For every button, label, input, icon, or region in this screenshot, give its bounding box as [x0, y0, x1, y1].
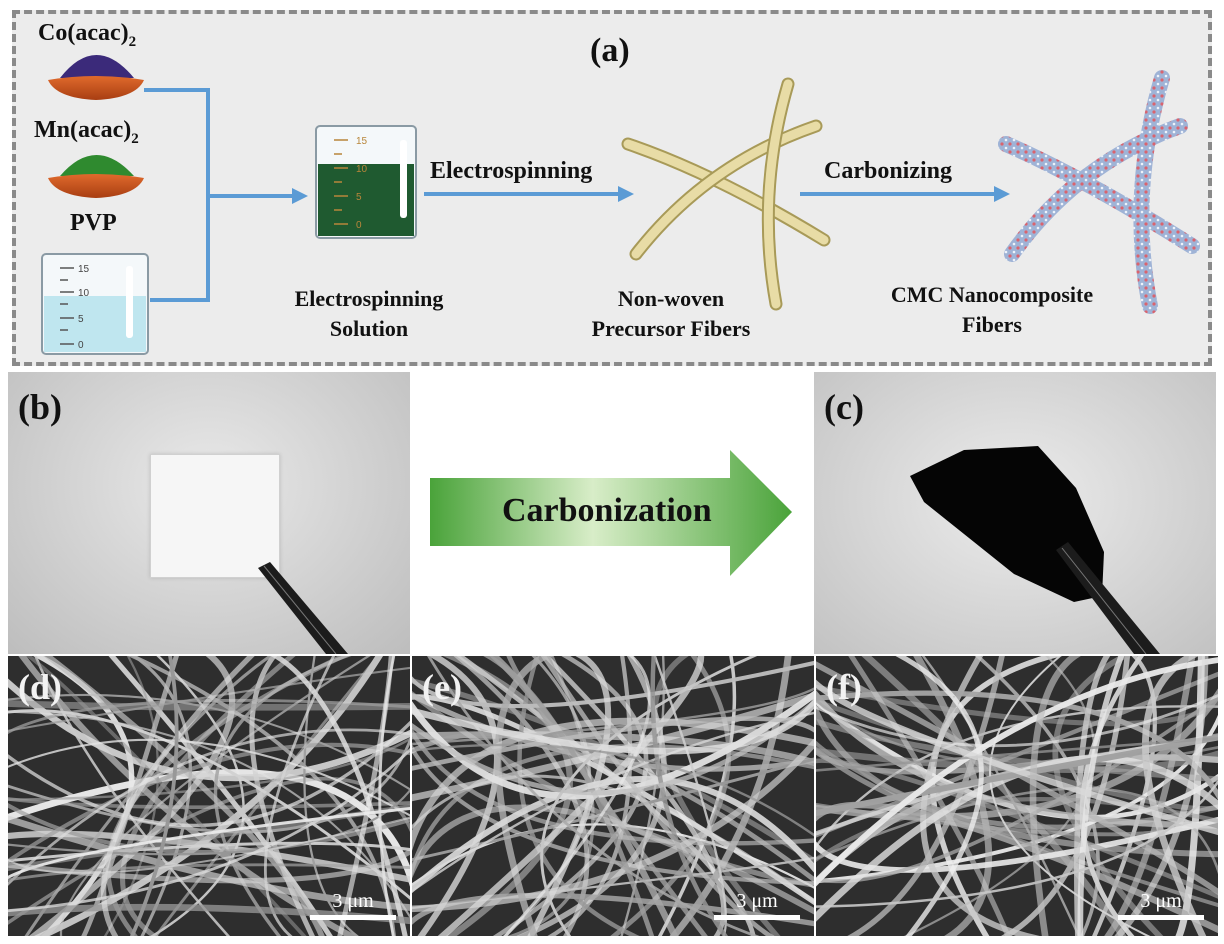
solvent-beaker-icon: 15 10 5 0	[41, 253, 149, 355]
svg-text:15: 15	[356, 136, 368, 147]
fiber-network-d	[8, 656, 410, 936]
fiber-network-f	[816, 656, 1218, 936]
carbonizing-arrowhead-icon	[994, 186, 1010, 202]
panel-f-sem: (f) 3 μm	[816, 656, 1218, 936]
svg-text:10: 10	[78, 288, 90, 299]
panel-e-sem: (e) 3 μm	[412, 656, 814, 936]
fiber-network-e	[412, 656, 814, 936]
panel-b-photo: (b)	[8, 372, 410, 654]
scale-bar-f: 3 μm	[1118, 890, 1204, 920]
black-carbonized-membrane	[910, 446, 1104, 602]
solution-beaker-icon: 15 10 5 0	[315, 125, 417, 239]
mixing-arrowhead-icon	[292, 188, 308, 204]
svg-text:5: 5	[356, 192, 362, 203]
mn-acac-label: Mn(acac)2	[34, 117, 139, 147]
scale-bar-d: 3 μm	[310, 890, 396, 920]
panel-d-label: (d)	[18, 667, 62, 707]
middle-area: Carbonization	[410, 372, 814, 654]
carbonized-membrane-drawing	[910, 446, 1160, 654]
panel-b-label: (b)	[18, 387, 62, 427]
tweezers-icon	[258, 562, 348, 654]
electrospinning-arrowhead-icon	[618, 186, 634, 202]
tweezers-icon	[1056, 542, 1160, 654]
white-precursor-membrane	[150, 454, 280, 578]
precursor-fibers-icon	[621, 77, 831, 311]
carbonizing-step-label: Carbonizing	[824, 158, 953, 184]
co-acac-label: Co(acac)2	[38, 20, 137, 50]
mixing-lines	[144, 88, 292, 302]
panel-d-sem: (d) 3 μm	[8, 656, 410, 936]
panel-a-schematic: (a) Co(acac)2 Mn(acac)2 PVP Electrospinn…	[12, 10, 1212, 366]
svg-text:0: 0	[78, 340, 84, 351]
svg-text:15: 15	[78, 264, 90, 275]
cmc-fibers-icon	[998, 70, 1200, 314]
panel-c-photo: (c)	[814, 372, 1216, 654]
co-powder-dish-icon	[48, 55, 144, 100]
svg-text:10: 10	[356, 164, 368, 175]
panel-a-label: (a)	[590, 32, 630, 69]
panel-a-drawing: 15 10 5 0 15 10	[41, 55, 1200, 355]
pvp-label: PVP	[70, 210, 117, 236]
carbonization-arrow-icon	[430, 450, 792, 576]
mn-powder-dish-icon	[48, 155, 144, 198]
carbonization-label: Carbonization	[502, 492, 712, 529]
svg-text:5: 5	[78, 314, 84, 325]
panel-f-label: (f)	[826, 667, 862, 707]
panel-e-label: (e)	[422, 667, 462, 707]
electrospinning-step-label: Electrospinning	[430, 158, 593, 184]
svg-text:0: 0	[356, 220, 362, 231]
panel-c-label: (c)	[824, 387, 864, 427]
scale-bar-e: 3 μm	[714, 890, 800, 920]
